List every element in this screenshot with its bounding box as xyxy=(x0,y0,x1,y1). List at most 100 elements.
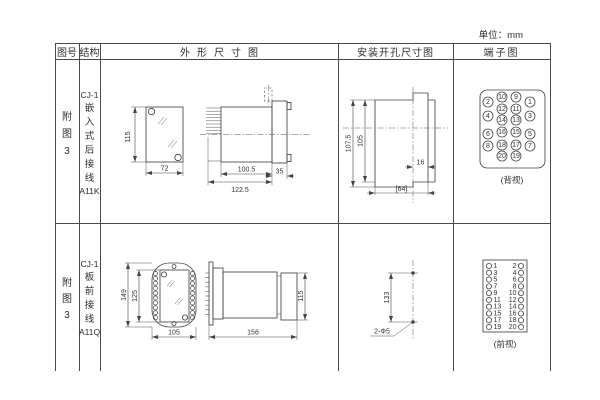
dim-cutout-width-ref: [64] xyxy=(396,186,408,193)
holes-label: 2-Φ5 xyxy=(374,329,390,336)
dim-plate-width: 105 xyxy=(168,330,180,337)
svg-text:2: 2 xyxy=(513,263,517,270)
row2-holes-view: 133 2-Φ5 xyxy=(370,260,418,340)
svg-text:7: 7 xyxy=(528,143,532,150)
row1-structure: CJ-1 嵌入式后接线 A11K xyxy=(79,91,100,196)
row1-front-view: 115 72 xyxy=(125,106,184,176)
svg-text:4: 4 xyxy=(513,270,517,277)
row1-install-drawing: 107.5 105 16 [64] xyxy=(343,87,448,203)
svg-text:15: 15 xyxy=(494,310,502,317)
row1-structure-model: CJ-1 xyxy=(80,90,99,100)
column-header-figure-no: 图号 xyxy=(57,47,77,59)
svg-text:11: 11 xyxy=(512,106,519,113)
table-line-header-bottom xyxy=(55,59,550,60)
svg-text:8: 8 xyxy=(486,143,490,150)
svg-text:13: 13 xyxy=(494,304,502,311)
svg-text:15: 15 xyxy=(512,129,520,136)
dim-plate-height: 149 xyxy=(121,289,128,301)
svg-text:17: 17 xyxy=(512,142,520,149)
svg-text:16: 16 xyxy=(509,310,517,317)
row2-front-view: 149 125 105 xyxy=(121,262,197,340)
row2-install-drawing: 133 2-Φ5 xyxy=(370,260,418,340)
unit-label: 单位：mm xyxy=(478,30,523,41)
table-line-col2 xyxy=(100,43,101,371)
svg-text:10: 10 xyxy=(509,290,517,297)
svg-text:1: 1 xyxy=(494,263,498,270)
dim-front-width: 72 xyxy=(161,166,169,173)
dim-inner-height: 125 xyxy=(132,290,139,302)
row2-structure-mount: 板前接线 xyxy=(84,271,95,325)
row2-structure-model: CJ-1 xyxy=(80,259,99,269)
svg-text:16: 16 xyxy=(498,129,506,136)
svg-text:3: 3 xyxy=(494,270,498,277)
svg-text:12: 12 xyxy=(509,297,517,304)
rear-view-caption: (背视) xyxy=(501,175,524,185)
row2-side-view: 115 156 xyxy=(205,261,308,340)
svg-text:19: 19 xyxy=(494,324,502,331)
row1-cutout-view: 107.5 105 16 [64] xyxy=(343,87,448,203)
svg-text:7: 7 xyxy=(494,283,498,290)
dim-body-height: 115 xyxy=(298,290,305,301)
dim-front-height: 115 xyxy=(125,131,132,142)
dim-body-depth: 100.5 xyxy=(238,167,256,174)
terminal-strip-outline xyxy=(482,259,528,333)
svg-text:4: 4 xyxy=(486,113,490,120)
table-line-left xyxy=(55,43,56,371)
svg-text:12: 12 xyxy=(498,106,506,113)
table-line-col3 xyxy=(338,43,339,371)
row2-structure-code: A11Q xyxy=(78,327,101,337)
row2-structure: CJ-1 板前接线 A11Q xyxy=(79,260,100,337)
svg-text:13: 13 xyxy=(512,117,520,124)
dim-notch-width: 16 xyxy=(417,160,425,167)
row1-outline-drawing: 115 72 100.5 122.5 35 xyxy=(125,85,310,194)
svg-text:2: 2 xyxy=(486,99,490,106)
row1-side-view: 100.5 122.5 35 xyxy=(200,85,310,194)
svg-text:8: 8 xyxy=(513,283,517,290)
svg-text:20: 20 xyxy=(498,153,506,160)
dim-cutout-height-outer: 107.5 xyxy=(346,135,353,153)
svg-text:11: 11 xyxy=(494,297,501,304)
dim-total-depth-2: 156 xyxy=(247,330,259,337)
row1-structure-code: A11K xyxy=(79,186,100,196)
column-header-outline: 外形尺寸图 xyxy=(180,47,265,59)
svg-text:6: 6 xyxy=(513,277,517,284)
column-header-terminal: 端子图 xyxy=(483,47,520,59)
column-header-structure: 结构 xyxy=(79,47,100,59)
dim-hole-spacing: 133 xyxy=(384,292,391,304)
table-line-right xyxy=(550,43,551,371)
dim-cutout-height-inner: 105 xyxy=(358,135,365,147)
table-line-top xyxy=(55,43,550,44)
svg-text:6: 6 xyxy=(486,131,490,138)
table-line-col4 xyxy=(453,43,454,371)
svg-text:20: 20 xyxy=(509,324,517,331)
svg-text:18: 18 xyxy=(498,142,506,149)
column-header-install: 安装开孔尺寸图 xyxy=(357,47,434,59)
row2-outline-drawing: 149 125 105 115 156 xyxy=(121,261,308,340)
dim-total-depth: 122.5 xyxy=(231,187,249,194)
terminal-block-outline xyxy=(479,89,546,169)
front-view-caption: (前视) xyxy=(494,339,517,349)
svg-text:19: 19 xyxy=(512,153,520,160)
svg-text:10: 10 xyxy=(498,94,506,101)
svg-text:5: 5 xyxy=(528,131,532,138)
svg-text:3: 3 xyxy=(528,113,532,120)
svg-text:1: 1 xyxy=(528,99,532,106)
svg-text:18: 18 xyxy=(509,317,517,324)
svg-text:17: 17 xyxy=(494,317,502,324)
side-terminal-ticks xyxy=(205,272,209,315)
row1-structure-mount: 嵌入式后接线 xyxy=(84,102,95,184)
plate-terminal-circles xyxy=(153,271,195,321)
svg-text:9: 9 xyxy=(494,290,498,297)
svg-text:14: 14 xyxy=(498,117,506,124)
dim-front-depth: 35 xyxy=(276,169,284,176)
svg-text:14: 14 xyxy=(509,304,517,311)
mounting-hole-top xyxy=(411,271,415,275)
svg-text:9: 9 xyxy=(514,94,518,101)
svg-text:5: 5 xyxy=(494,277,498,284)
